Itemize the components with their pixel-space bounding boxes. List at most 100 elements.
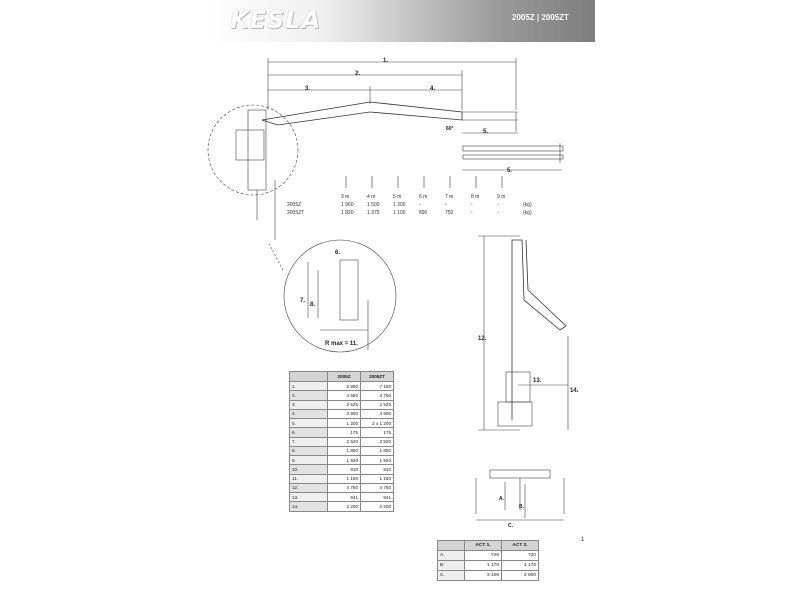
angle-label: 60°	[446, 126, 454, 132]
table-cell: C.	[437, 570, 465, 581]
table-cell: B.	[437, 560, 465, 571]
load-value: -	[445, 202, 447, 208]
table-cell: 1 920	[327, 454, 361, 466]
act-header-key	[437, 540, 465, 551]
dim-label-6: 6.	[335, 250, 340, 256]
table-cell: 3 900	[327, 408, 361, 420]
load-model-label: 2005ZT	[287, 210, 305, 216]
page-number: 1	[581, 537, 585, 543]
load-value: 1 200	[393, 202, 406, 208]
reach-label: 6 m	[419, 194, 428, 200]
dim-label-7: 7.	[300, 298, 305, 304]
load-model-label: 2005Z	[287, 202, 302, 208]
table-cell: 3.	[289, 399, 328, 410]
reach-label: 4 m	[367, 194, 376, 200]
table-cell: 1 920	[360, 454, 394, 466]
load-value: 1 375	[367, 210, 380, 216]
table-cell: 14.	[289, 501, 328, 512]
table-cell: 7 150	[360, 380, 394, 392]
act-label-c: C.	[508, 523, 514, 529]
dim-label-13: 13.	[533, 378, 542, 384]
table-cell: 4.	[289, 408, 328, 420]
reach-label: 7 m	[445, 194, 454, 200]
dim-label-3: 3.	[305, 86, 310, 92]
brand-logo: KESLA	[230, 6, 322, 34]
act-header-act1: ACT 1.	[464, 540, 502, 551]
table-cell: 4 750	[327, 482, 361, 494]
table-cell: 2 x 1 200	[360, 417, 394, 429]
dim-label-1: 1.	[383, 58, 388, 64]
table-cell: 7.	[289, 436, 328, 447]
dim-label-2: 2.	[355, 71, 360, 77]
table-cell: 1 200	[327, 417, 361, 429]
load-value: 750	[445, 210, 454, 216]
spec-header-key	[289, 371, 328, 382]
load-value: 1 820	[341, 210, 354, 216]
load-value: -	[471, 210, 473, 216]
table-cell: 1 160	[327, 473, 361, 484]
reach-label: 9 m	[497, 194, 506, 200]
table-cell: 2 200	[327, 501, 361, 512]
reach-label: 3 m	[341, 194, 350, 200]
table-cell: 11.	[289, 473, 328, 484]
table-cell: 5.	[289, 417, 328, 429]
table-cell: 810	[360, 464, 394, 475]
table-cell: 810	[327, 464, 361, 475]
table-cell: 2 900	[501, 570, 539, 581]
table-cell: 9.	[289, 454, 328, 466]
table-cell: 1 170	[501, 560, 539, 571]
table-cell: 720	[501, 550, 539, 561]
table-cell: 4 650	[327, 390, 361, 401]
table-cell: 2 520	[360, 436, 394, 447]
dim-label-14: 14.	[570, 388, 579, 394]
spec-header-2005zt: 2005ZT	[360, 371, 394, 382]
act-label-b: B.	[519, 504, 525, 510]
rmax-label: R max = 11.	[325, 341, 358, 347]
dim-label-5b: 5.	[507, 168, 512, 174]
spec-header-2005z: 2005Z	[327, 371, 361, 382]
dim-label-4: 4.	[430, 86, 435, 92]
load-value: 1 500	[367, 202, 380, 208]
table-cell: 2 525	[360, 399, 394, 410]
table-cell: A.	[437, 550, 465, 561]
dim-label-12: 12.	[478, 336, 487, 342]
table-cell: 13.	[289, 491, 328, 503]
reach-label: 5 m	[393, 194, 402, 200]
table-cell: 2.	[289, 390, 328, 401]
model-label: 2005Z | 2005ZT	[512, 13, 569, 22]
dim-label-5a: 5.	[483, 129, 488, 135]
table-cell: 1 850	[360, 445, 394, 457]
table-cell: 720	[464, 550, 502, 561]
table-cell: 3 100	[464, 570, 502, 581]
table-cell: 6.	[289, 427, 328, 438]
table-cell: 4 750	[360, 390, 394, 401]
table-cell: 1 160	[360, 473, 394, 484]
load-value: -	[497, 202, 499, 208]
load-value: 1 960	[341, 202, 354, 208]
load-value: -	[471, 202, 473, 208]
load-value: -	[497, 210, 499, 216]
table-cell: 1.	[289, 380, 328, 392]
document-page	[205, 0, 595, 600]
table-cell: 5 850	[327, 380, 361, 392]
load-unit: (kg)	[523, 202, 532, 208]
table-cell: 2 520	[327, 436, 361, 447]
load-value: 890	[419, 210, 428, 216]
act-label-a: A.	[499, 496, 505, 502]
